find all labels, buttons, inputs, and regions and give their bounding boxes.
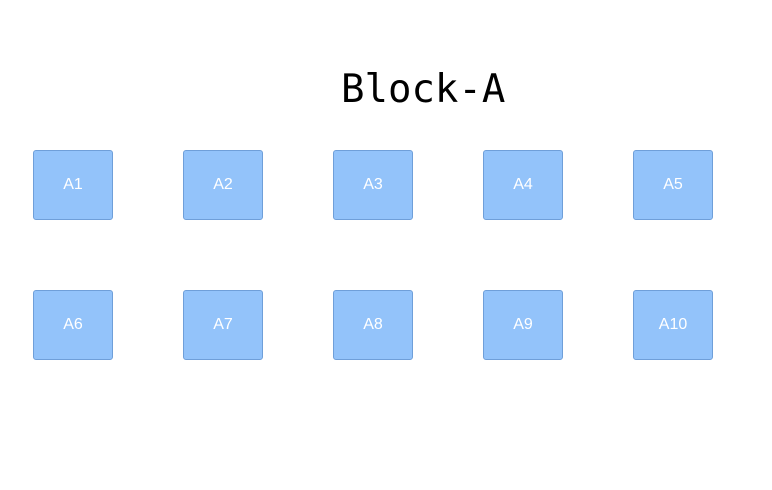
- block-title: Block-A: [341, 67, 506, 112]
- seat-grid: A1 A2 A3 A4 A5 A6 A7 A8 A9 A10: [33, 150, 713, 360]
- seat-a8-button[interactable]: A8: [333, 290, 413, 360]
- seat-a1-button[interactable]: A1: [33, 150, 113, 220]
- seat-a2-button[interactable]: A2: [183, 150, 263, 220]
- seat-a7-button[interactable]: A7: [183, 290, 263, 360]
- seat-a5-button[interactable]: A5: [633, 150, 713, 220]
- seat-a6-button[interactable]: A6: [33, 290, 113, 360]
- seat-a3-button[interactable]: A3: [333, 150, 413, 220]
- seat-a10-button[interactable]: A10: [633, 290, 713, 360]
- seat-a9-button[interactable]: A9: [483, 290, 563, 360]
- seat-a4-button[interactable]: A4: [483, 150, 563, 220]
